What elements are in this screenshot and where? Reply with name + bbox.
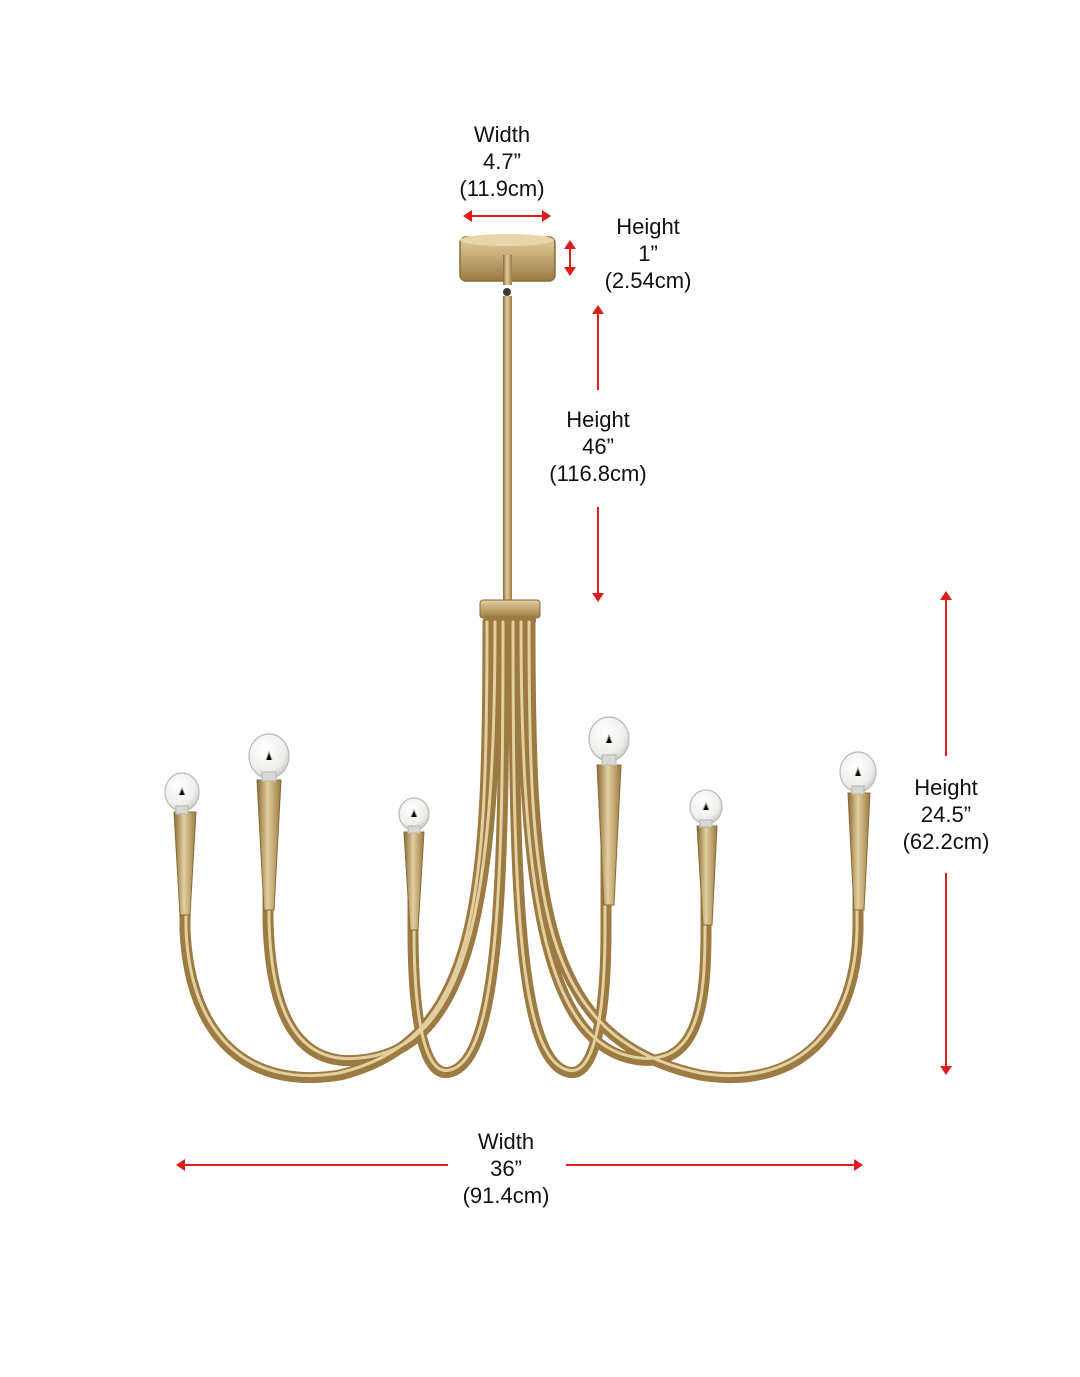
canopy-width-arrowhead-left [463, 210, 472, 222]
body-width-label: Width 36” (91.4cm) [462, 1129, 550, 1208]
rod-height-arrowhead-bottom [592, 593, 604, 602]
candle-cups [173, 764, 871, 931]
body-height-arrowhead-bottom [940, 1066, 952, 1075]
body-width-arrowhead-left [176, 1159, 185, 1171]
down-rod [503, 296, 512, 601]
canopy-width-label: Width 4.7” (11.9cm) [459, 122, 545, 201]
canopy-height-arrowhead-bottom [564, 267, 576, 276]
canopy [459, 234, 556, 296]
light-bulbs [164, 716, 877, 834]
body-height-label: Height 24.5” (62.2cm) [902, 775, 990, 854]
rod-height-label: Height 46” (116.8cm) [549, 407, 647, 486]
chandelier-arms [179, 616, 864, 1084]
canopy-height-label: Height 1” (2.54cm) [604, 214, 692, 293]
canopy-height-arrowhead-top [564, 240, 576, 249]
dimension-arrows [176, 210, 952, 1171]
body-height-arrowhead-top [940, 591, 952, 600]
body-width-arrowhead-right [854, 1159, 863, 1171]
canopy-width-arrowhead-right [542, 210, 551, 222]
rod-height-arrowhead-top [592, 305, 604, 314]
